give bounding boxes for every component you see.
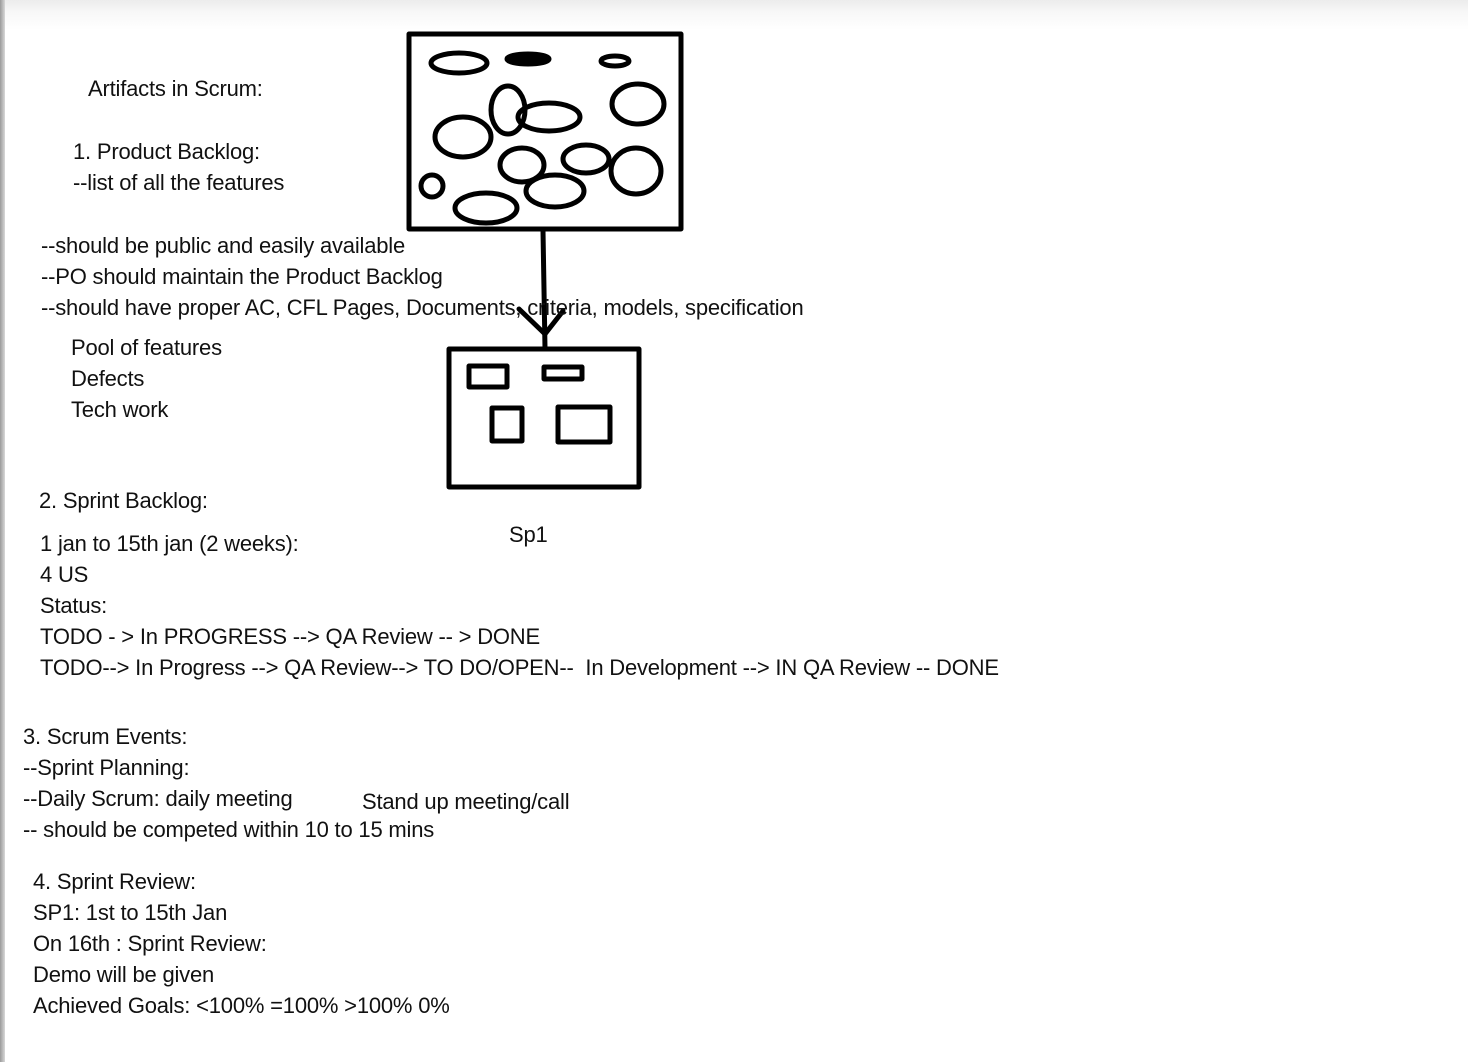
feature-oval	[497, 145, 547, 185]
note-line: SP1: 1st to 15th Jan	[33, 900, 228, 925]
feature-oval	[428, 50, 490, 76]
feature-oval	[452, 190, 520, 226]
note-line: --PO should maintain the Product Backlog	[41, 264, 443, 289]
sprint-backlog-box	[446, 346, 642, 490]
scrum-events-title: 3. Scrum Events:	[23, 724, 188, 749]
arrow-line	[540, 228, 548, 351]
story-rect	[466, 363, 510, 390]
feature-oval	[432, 114, 494, 160]
note-line: --should be public and easily available	[41, 233, 405, 258]
feature-oval	[504, 51, 552, 67]
story-rect	[489, 405, 525, 444]
note-line: -- should be competed within 10 to 15 mi…	[23, 817, 435, 842]
note-line: Achieved Goals: <100% =100% >100% 0%	[33, 993, 450, 1018]
note-line: --Daily Scrum: daily meeting	[23, 786, 293, 811]
note-line: --list of all the features	[73, 170, 285, 195]
status-flow: TODO - > In PROGRESS --> QA Review -- > …	[40, 624, 540, 649]
note-line: 4 US	[40, 562, 89, 587]
feature-oval	[598, 53, 632, 69]
note-line: Demo will be given	[33, 962, 215, 987]
feature-oval	[418, 172, 446, 200]
note-line: 1 jan to 15th jan (2 weeks):	[40, 531, 299, 556]
sprint-review-title: 4. Sprint Review:	[33, 869, 196, 894]
sprint-label: Sp1	[509, 522, 548, 547]
story-rect	[555, 404, 613, 445]
page-heading: Artifacts in Scrum:	[88, 76, 263, 101]
status-flow: TODO--> In Progress --> QA Review--> TO …	[40, 655, 999, 680]
feature-oval	[523, 172, 587, 210]
sprint-backlog-title: 2. Sprint Backlog:	[39, 488, 208, 513]
feature-oval	[608, 145, 664, 197]
note-line: Status:	[40, 593, 108, 618]
backlog-item: Tech work	[71, 397, 169, 422]
feature-oval	[560, 142, 612, 176]
feature-oval	[609, 81, 667, 127]
side-note: Stand up meeting/call	[362, 789, 570, 814]
note-line: On 16th : Sprint Review:	[33, 931, 267, 956]
note-line: --should have proper AC, CFL Pages, Docu…	[41, 295, 804, 320]
product-backlog-box	[406, 31, 684, 232]
product-backlog-title: 1. Product Backlog:	[73, 139, 260, 164]
note-line: --Sprint Planning:	[23, 755, 190, 780]
story-rect	[541, 364, 585, 382]
backlog-item: Defects	[71, 366, 145, 391]
feature-oval	[488, 83, 528, 137]
feature-oval	[515, 100, 583, 134]
window-edge	[0, 0, 5, 1062]
backlog-item: Pool of features	[71, 335, 222, 360]
